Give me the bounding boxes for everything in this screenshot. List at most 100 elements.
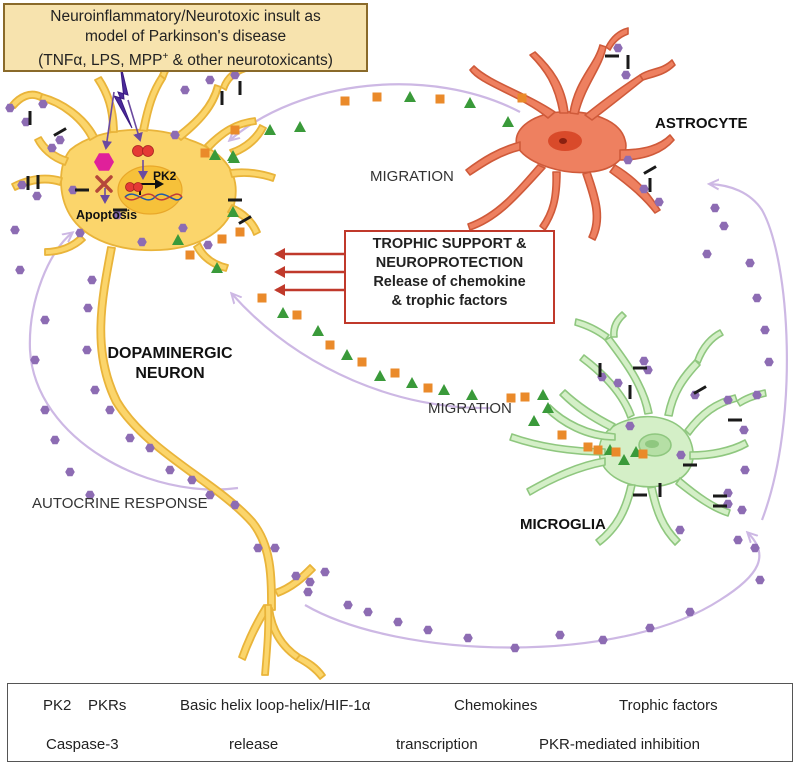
pk2-molecule: [463, 633, 473, 643]
pkr-receptor: [648, 178, 652, 192]
pk2-molecule: [55, 135, 65, 145]
chemokine-molecule: [227, 206, 239, 217]
trophic-support-box: TROPHIC SUPPORT & NEUROPROTECTION Releas…: [344, 230, 555, 324]
pk2-molecule: [187, 475, 197, 485]
chemokine-molecule: [438, 384, 450, 395]
pk2-molecule: [253, 543, 263, 553]
pk2-molecule: [710, 203, 720, 213]
apoptosis-label: Apoptosis: [76, 208, 137, 222]
pkr-receptor: [728, 418, 742, 422]
microglia-cell: [509, 311, 767, 546]
pkr-receptor: [238, 215, 252, 225]
pk2-molecule: [613, 378, 623, 388]
chemokine-molecule: [211, 262, 223, 273]
chemokine-molecule: [502, 116, 514, 127]
pk2-molecule: [755, 575, 765, 585]
trophic-factor-molecule: [357, 357, 367, 367]
pkr-receptor: [26, 176, 30, 190]
pkr-receptor: [626, 55, 630, 69]
pk2-molecule: [719, 221, 729, 231]
chemokine-molecules: [172, 91, 642, 465]
pkr-receptor: [693, 385, 707, 395]
chemokine-molecule: [618, 454, 630, 465]
trophic-factor-molecule: [638, 449, 648, 459]
pkr-receptor: [228, 198, 242, 202]
release-arrows: [28, 83, 788, 649]
pk2-molecule: [750, 543, 760, 553]
pkr-receptor: [28, 111, 32, 125]
trophic-factor-molecule: [230, 125, 240, 135]
pk2-molecule: [702, 249, 712, 259]
neuron-label-line2: NEURON: [135, 365, 204, 382]
insult-arrows: [100, 91, 148, 204]
pkr-receptor: [683, 463, 697, 467]
chemokine-molecule: [172, 234, 184, 245]
pkr-receptor: [598, 363, 602, 377]
pk2-molecule: [170, 130, 180, 140]
pk2-molecule: [145, 443, 155, 453]
pk2-molecule: [685, 607, 695, 617]
microglia-to-astrocyte-arrow: [710, 184, 788, 521]
pk2-molecule: [112, 210, 122, 220]
chemokine-molecule: [374, 370, 386, 381]
pk2-molecule: [291, 571, 301, 581]
chemokine-molecule: [406, 377, 418, 388]
pkr-inhibition-icon: [95, 175, 113, 193]
neurotoxic-insult-box: Neuroinflammatory/Neurotoxic insult as m…: [3, 3, 368, 72]
insult-line2: model of Parkinson's disease: [84, 28, 287, 45]
pk2-molecule: [105, 405, 115, 415]
astrocyte-cell: [465, 27, 676, 241]
legend-pkrs-label: PKRs: [88, 697, 127, 714]
insult-line3: (TNFα, LPS, MPP+ & other neurotoxicants): [5, 47, 366, 71]
pk2-molecule: [675, 525, 685, 535]
trophic-factor-molecule: [435, 94, 445, 104]
pk2-molecule: [68, 185, 78, 195]
lightning-bolt-icon: [112, 61, 133, 129]
legend-inhibition-label: PKR-mediated inhibition: [539, 736, 700, 753]
pk2-molecule: [303, 587, 313, 597]
pk2-molecule: [30, 355, 40, 365]
pk2-molecule: [363, 607, 373, 617]
pk2-molecule: [21, 117, 31, 127]
legend-bhlh-label: Basic helix loop-helix/HIF-1α: [180, 697, 371, 714]
pkr-receptor: [713, 494, 727, 498]
trophic-factor-molecule: [593, 445, 603, 455]
pk2-molecule: [32, 191, 42, 201]
caspase-3-icon: [94, 153, 114, 171]
bhlh-hif-complex-icon: [125, 145, 154, 192]
pk2-molecule: [343, 600, 353, 610]
chemokine-molecule: [228, 152, 240, 163]
pk2-molecule: [423, 625, 433, 635]
chemokine-molecule: [294, 121, 306, 132]
trophic-factor-molecule: [423, 383, 433, 393]
pk2-molecule: [50, 435, 60, 445]
trophic-factor-molecule: [235, 227, 245, 237]
pk2-molecule: [270, 543, 280, 553]
insult-line3-prefix: (TNFα, LPS, MPP: [38, 52, 163, 70]
trophic-arrows: [274, 248, 344, 296]
neuron-to-microglia-arrow: [304, 533, 761, 649]
pk2-molecule: [82, 345, 92, 355]
pk2-molecule: [230, 500, 240, 510]
insult-line1: Neuroinflammatory/Neurotoxic insult as: [50, 8, 321, 25]
microglia-label: MICROGLIA: [520, 516, 606, 533]
pkr-receptor: [53, 127, 67, 137]
autocrine-arrow: [28, 233, 239, 491]
chemokine-molecule: [209, 149, 221, 160]
pk2-molecule: [745, 258, 755, 268]
astrocyte-label: ASTROCYTE: [655, 115, 748, 132]
pk2-molecule: [65, 467, 75, 477]
pk2-molecule: [739, 425, 749, 435]
trophic-factor-molecule: [390, 368, 400, 378]
chemokine-molecule: [264, 124, 276, 135]
pk2-molecule: [90, 385, 100, 395]
chemokine-molecule: [404, 91, 416, 102]
pk2-molecule: [740, 465, 750, 475]
trophic-line4: & trophic factors: [391, 293, 508, 309]
chemokine-molecule: [277, 307, 289, 318]
trophic-factor-molecule: [257, 293, 267, 303]
trophic-factor-molecule: [292, 310, 302, 320]
pk2-molecule: [180, 85, 190, 95]
trophic-line3: Release of chemokine: [373, 274, 526, 290]
